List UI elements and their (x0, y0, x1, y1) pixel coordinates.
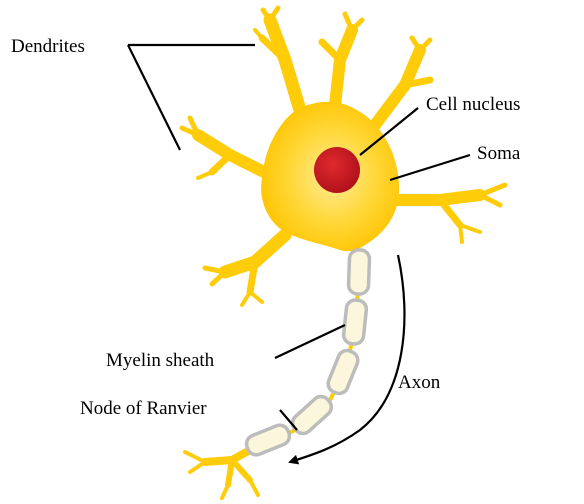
axon-label: Axon (398, 372, 441, 393)
myelin-sheath-leader-line (275, 325, 345, 358)
dendrites-label: Dendrites (11, 36, 85, 57)
myelin-segment (244, 422, 292, 457)
cell-nucleus-label: Cell nucleus (426, 94, 520, 115)
soma-leader-line (390, 155, 470, 180)
myelin-sheath (244, 250, 370, 458)
myelin-segment (348, 250, 370, 295)
dendrites (182, 8, 505, 498)
cell-nucleus (314, 147, 360, 193)
myelin-sheath-label: Myelin sheath (106, 350, 215, 371)
myelin-segment (289, 393, 335, 437)
dendrites-leader-diagonal (128, 45, 180, 150)
node-of-ranvier-label: Node of Ranvier (80, 398, 207, 419)
myelin-segment (325, 348, 360, 396)
soma-label: Soma (477, 143, 521, 164)
myelin-segment (343, 299, 367, 345)
